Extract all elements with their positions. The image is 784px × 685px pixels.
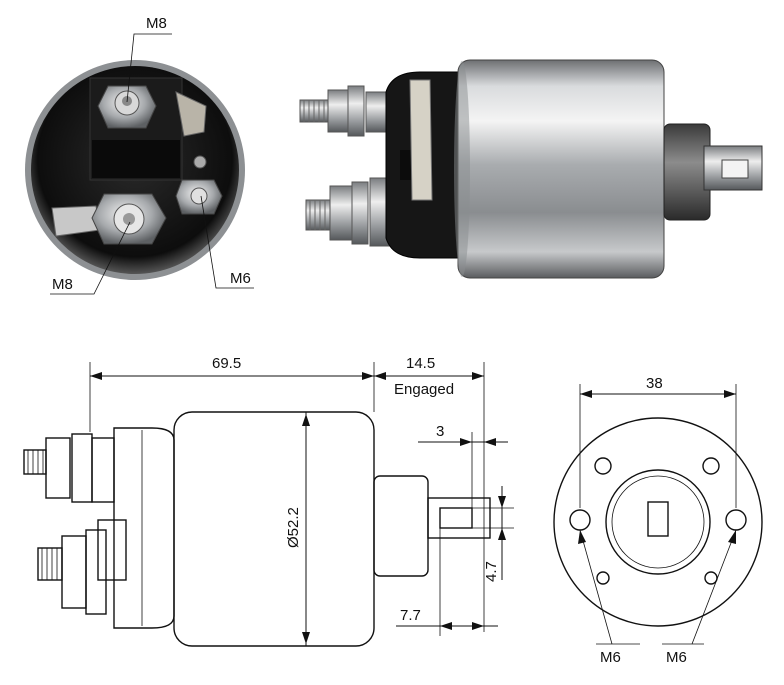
- end-outline: [553, 417, 763, 627]
- dim-slot-width: 4.7: [483, 561, 500, 582]
- label-left-m6: M6: [600, 649, 621, 666]
- dim-shaft-offset: 7.7: [400, 607, 421, 624]
- dim-slot-depth: 3: [436, 423, 444, 440]
- side-drawing: 69.5 14.5 Engaged 3 4.7 7.7 Ø52.2: [23, 355, 514, 647]
- hole-top-left: [594, 457, 612, 475]
- hole-left-m6: [569, 509, 591, 531]
- body-outline: [173, 411, 375, 647]
- solenoid-can: [457, 59, 665, 279]
- label-small-m6: M6: [230, 270, 251, 287]
- hole-top-right: [702, 457, 720, 475]
- bottom-terminal: [51, 193, 167, 245]
- hole-bottom-left: [596, 571, 610, 585]
- label-bottom-m8: M8: [52, 276, 73, 293]
- plunger-housing: [663, 123, 711, 221]
- hole-right-m6: [725, 509, 747, 531]
- dim-travel-note: Engaged: [394, 381, 454, 398]
- dim-body-length: 69.5: [212, 355, 241, 372]
- photo-end-view: M8 M8 M6: [25, 15, 254, 295]
- top-terminal: [97, 85, 157, 129]
- hole-bottom-right: [704, 571, 718, 585]
- label-right-m6: M6: [666, 649, 687, 666]
- small-terminal: [175, 155, 223, 215]
- dim-travel: 14.5: [406, 355, 435, 372]
- end-drawing: 38 M6 M6: [553, 375, 763, 666]
- dim-hole-spacing: 38: [646, 375, 663, 392]
- dim-diameter: Ø52.2: [285, 507, 302, 548]
- label-top-m8: M8: [146, 15, 167, 32]
- photo-side-view: [299, 59, 763, 279]
